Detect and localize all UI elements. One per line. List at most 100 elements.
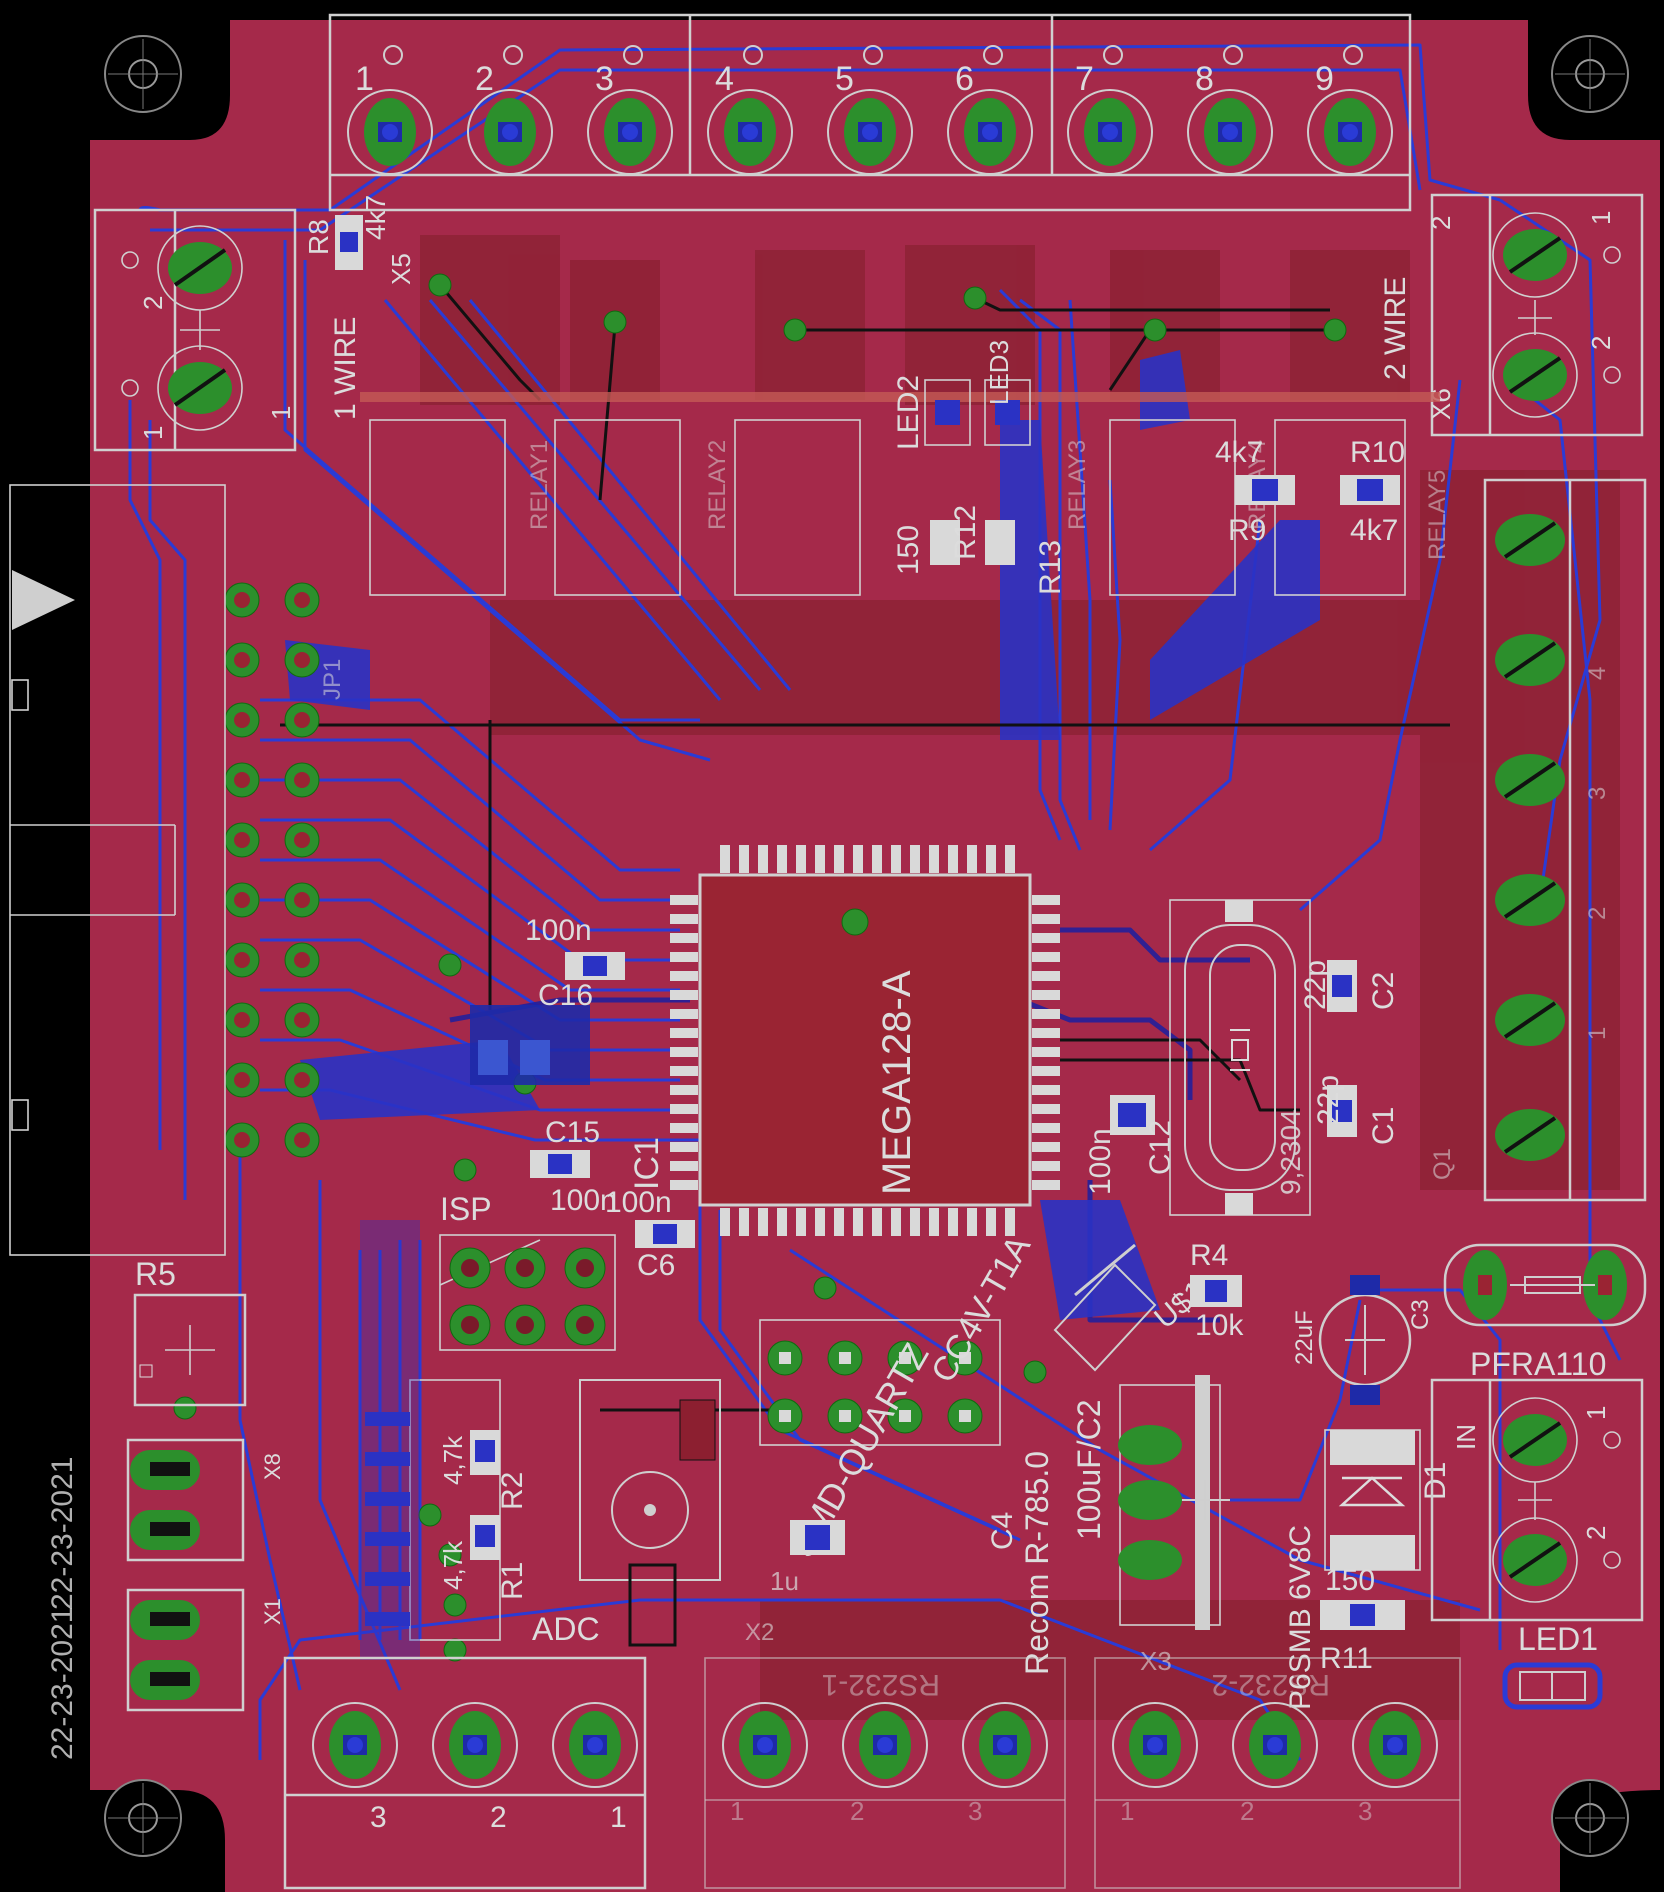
right-bank-slot-4 bbox=[1503, 1001, 1557, 1039]
c2-ref: C2 bbox=[1367, 972, 1400, 1010]
right-bank-slot-2 bbox=[1503, 761, 1557, 799]
c1-c2-caps bbox=[1327, 960, 1357, 1137]
mounting-hole-tr bbox=[1551, 35, 1629, 113]
mcu-pin-left-5 bbox=[670, 990, 698, 1000]
mcu-pin-right-1 bbox=[1032, 914, 1060, 924]
d1-ref: D1 bbox=[1419, 1462, 1452, 1500]
mcu-pin-top-8 bbox=[872, 845, 882, 873]
mcu-pin-top-2 bbox=[758, 845, 768, 873]
mcu-pin-top-6 bbox=[834, 845, 844, 873]
right-power-terminal bbox=[1430, 1378, 1644, 1622]
quartz-pads bbox=[767, 1340, 983, 1434]
r5-ref: R5 bbox=[135, 1256, 176, 1292]
mcu-pin-right-12 bbox=[1032, 1123, 1060, 1133]
mcu-pin-bottom-12 bbox=[948, 1208, 958, 1236]
header-ref: JP1 bbox=[319, 659, 346, 700]
bl-pin-2: 2 bbox=[490, 1801, 507, 1834]
header-drill-2-1 bbox=[294, 712, 310, 728]
rs232-1-label: RS232-1 bbox=[822, 1668, 940, 1701]
right-bank-pin2: 2 bbox=[1584, 907, 1611, 920]
bl-pin-3: 3 bbox=[370, 1801, 387, 1834]
left-header bbox=[224, 582, 320, 1158]
r8-ref: R8 bbox=[303, 219, 334, 255]
smd-quartz bbox=[759, 1319, 1001, 1446]
r9-ref: R9 bbox=[1228, 514, 1266, 547]
mcu-pin-top-0 bbox=[720, 845, 730, 873]
c12-ref: C12 bbox=[1144, 1120, 1177, 1175]
right-wire-pin2: 2 bbox=[1586, 336, 1616, 350]
isp-drill-3 bbox=[461, 1316, 479, 1334]
adc-trace-pad-2 bbox=[365, 1492, 410, 1506]
rs232-2-pad-2 bbox=[1352, 1702, 1438, 1788]
header-drill-3-1 bbox=[294, 772, 310, 788]
r2-value: 4,7k bbox=[438, 1435, 468, 1485]
c12-value: 100n bbox=[1084, 1128, 1117, 1195]
right-bank-pin4: 4 bbox=[1584, 667, 1611, 680]
date-stamp-2: 22-23-2021 bbox=[46, 1457, 79, 1610]
header-drill-5-1 bbox=[294, 892, 310, 908]
rs232-2-pin3: 3 bbox=[1358, 1796, 1372, 1826]
top-terminal-hole-6 bbox=[983, 45, 1003, 65]
p6smb-label: P6SMB 6V8C bbox=[1284, 1525, 1317, 1710]
c16-ref: C16 bbox=[538, 979, 593, 1012]
mcu-pin-bottom-4 bbox=[796, 1208, 806, 1236]
mcu-pin-right-11 bbox=[1032, 1104, 1060, 1114]
mcu-pin-left-4 bbox=[670, 971, 698, 981]
header-drill-5-0 bbox=[234, 892, 250, 908]
mcu-pin-bottom-0 bbox=[720, 1208, 730, 1236]
one-wire-label: 1 WIRE bbox=[329, 317, 362, 420]
top-terminal-hole-5 bbox=[863, 45, 883, 65]
top-terminal-pad-5 bbox=[827, 89, 913, 175]
top-terminal-pad-4 bbox=[707, 89, 793, 175]
pfra-label: PFRA110 bbox=[1470, 1346, 1606, 1382]
mcu-pin-right-13 bbox=[1032, 1142, 1060, 1152]
bottom-left-pad-0 bbox=[312, 1702, 398, 1788]
caps-near-mcu bbox=[470, 952, 1155, 1248]
c2-cap-value: 100uF/C2 bbox=[1071, 1399, 1107, 1540]
mcu-pin-left-10 bbox=[670, 1085, 698, 1095]
adc-pin-markers bbox=[365, 1412, 410, 1626]
rs232-1-pad-0 bbox=[722, 1702, 808, 1788]
mcu-pin-top-13 bbox=[967, 845, 977, 873]
adc-trace-pad-3 bbox=[365, 1532, 410, 1546]
right-bank-slot-0 bbox=[1503, 521, 1557, 559]
right-bank-pin3: 3 bbox=[1584, 787, 1611, 800]
mcu-pin-right-5 bbox=[1032, 990, 1060, 1000]
right-bank-pads bbox=[1495, 514, 1565, 1161]
header-drill-9-1 bbox=[294, 1132, 310, 1148]
in-label: IN bbox=[1451, 1424, 1481, 1450]
left-wire-pin2: 2 bbox=[138, 296, 168, 310]
mcu-pin-bottom-3 bbox=[777, 1208, 787, 1236]
left-wire-side-pin: 1 bbox=[266, 406, 296, 420]
mcu-pin-bottom-8 bbox=[872, 1208, 882, 1236]
header-drill-0-1 bbox=[294, 592, 310, 608]
c4-ref: C4 bbox=[986, 1512, 1019, 1550]
mcu-pin1-marker bbox=[841, 908, 869, 936]
relay-label-2: RELAY2 bbox=[704, 440, 731, 530]
c3-value: 22uF bbox=[1291, 1310, 1318, 1365]
top-terminal-label-8: 8 bbox=[1195, 60, 1214, 98]
header-drill-2-0 bbox=[234, 712, 250, 728]
c3-capacitor bbox=[1318, 1275, 1412, 1405]
adc-trace-pad-0 bbox=[365, 1412, 410, 1426]
top-terminal-label-2: 2 bbox=[475, 60, 494, 98]
r4-ref: R4 bbox=[1190, 1239, 1228, 1272]
left-wire-pin1: 1 bbox=[138, 426, 168, 440]
recom-label: Recom R-785.0 bbox=[1019, 1451, 1055, 1675]
mcu-label: MEGA128-A bbox=[875, 970, 919, 1195]
mcu-pin-bottom-10 bbox=[910, 1208, 920, 1236]
rs232-2-connector bbox=[1094, 1657, 1461, 1889]
mcu-pin-bottom-13 bbox=[967, 1208, 977, 1236]
isp-drill-4 bbox=[516, 1316, 534, 1334]
top-terminal-hole-2 bbox=[503, 45, 523, 65]
mcu-pin-bottom-15 bbox=[1005, 1208, 1015, 1236]
bottom-left-pad-2 bbox=[552, 1702, 638, 1788]
mcu-pin-bottom-2 bbox=[758, 1208, 768, 1236]
mcu-pin-right-2 bbox=[1032, 933, 1060, 943]
mcu-pin-bottom-7 bbox=[853, 1208, 863, 1236]
adc-cap-value: 1u bbox=[770, 1566, 799, 1596]
rs232-2-pin1: 1 bbox=[1120, 1796, 1134, 1826]
right-bank-pin1: 1 bbox=[1584, 1027, 1611, 1040]
mcu-pin-top-3 bbox=[777, 845, 787, 873]
header-drill-1-1 bbox=[294, 652, 310, 668]
